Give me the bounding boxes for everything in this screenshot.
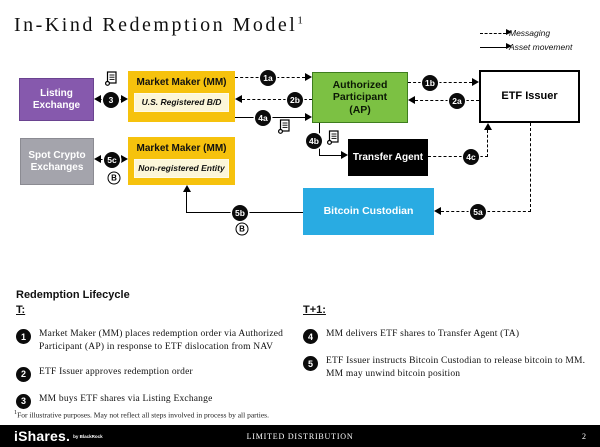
spot-crypto-exchanges-box: Spot Crypto Exchanges	[20, 138, 94, 185]
step-badge-4c: 4c	[463, 149, 479, 165]
bitcoin-custodian-box: Bitcoin Custodian	[303, 188, 434, 235]
flow-4c-line-vertical	[487, 130, 488, 157]
step-text: Market Maker (MM) places redemption orde…	[39, 329, 284, 353]
flow-3-arrowhead-left	[94, 95, 101, 103]
footnote: 1For illustrative purposes. May not refl…	[14, 409, 269, 420]
lifecycle-step-3: 3 MM buys ETF shares via Listing Exchang…	[16, 393, 288, 409]
footnote-marker: 1	[14, 409, 18, 416]
market-maker-registered-title: Market Maker (MM)	[136, 77, 227, 88]
flow-2b-line	[242, 99, 312, 100]
market-maker-registered-subtitle: U.S. Registered B/D	[134, 92, 229, 113]
flow-5b-line-vertical	[186, 192, 187, 213]
step-badge-3: 3	[103, 92, 119, 108]
step-text: MM buys ETF shares via Listing Exchange	[39, 393, 213, 404]
market-maker-nonregistered-title: Market Maker (MM)	[136, 143, 227, 154]
certificate-icon	[105, 71, 118, 91]
legend-asset-row: Asset movement	[480, 40, 590, 54]
flow-2a-arrowhead	[408, 96, 415, 104]
flow-1a-arrowhead	[305, 73, 312, 81]
flow-4a-arrowhead	[305, 113, 312, 121]
footnote-text: For illustrative purposes. May not refle…	[17, 410, 269, 420]
lifecycle-t1-label: T+1:	[303, 304, 326, 316]
step-number: 3	[16, 393, 31, 409]
lifecycle-step-1: 1 Market Maker (MM) places redemption or…	[16, 328, 288, 355]
flow-4c-arrowhead	[484, 123, 492, 130]
step-text: MM delivers ETF shares to Transfer Agent…	[326, 329, 520, 339]
flow-5a-arrowhead	[434, 207, 441, 215]
step-badge-5b: 5b	[232, 205, 248, 221]
certificate-icon	[327, 130, 340, 150]
step-badge-2a: 2a	[449, 93, 465, 109]
flow-5c-arrowhead-left	[94, 155, 101, 163]
lifecycle-t-label: T:	[16, 304, 26, 316]
dashed-arrow-icon	[480, 29, 512, 35]
transfer-agent-box: Transfer Agent	[348, 139, 428, 176]
authorized-participant-box: Authorized Participant (AP)	[312, 72, 408, 123]
market-maker-registered-box: Market Maker (MM) U.S. Registered B/D	[128, 71, 235, 122]
step-text: ETF Issuer approves redemption order	[39, 366, 193, 377]
step-badge-2b: 2b	[287, 92, 303, 108]
step-badge-5c: 5c	[104, 152, 120, 168]
bitcoin-icon: B	[235, 222, 249, 236]
flow-5a-line-vertical	[530, 123, 531, 212]
blackrock-logo-text: by BlackRock	[73, 433, 103, 439]
market-maker-nonregistered-subtitle: Non-registered Entity	[134, 158, 229, 179]
flow-3-arrowhead-right	[121, 95, 128, 103]
step-badge-1b: 1b	[422, 75, 438, 91]
flow-5a-line-horizontal	[441, 211, 531, 212]
flow-2a-line	[415, 100, 479, 101]
flow-4b-arrowhead	[341, 151, 348, 159]
lifecycle-t1-column: 4 MM delivers ETF shares to Transfer Age…	[303, 328, 589, 393]
ishares-logo: iShares.	[14, 428, 71, 444]
step-text: ETF Issuer instructs Bitcoin Custodian t…	[326, 356, 586, 380]
step-badge-4a: 4a	[255, 110, 271, 126]
step-badge-1a: 1a	[260, 70, 276, 86]
step-badge-5a: 5a	[470, 204, 486, 220]
listing-exchange-box: Listing Exchange	[19, 78, 94, 121]
etf-issuer-box: ETF Issuer	[479, 70, 580, 123]
step-badge-4b: 4b	[306, 133, 322, 149]
legend: Messaging Asset movement	[480, 26, 590, 54]
footer-bar: iShares. by BlackRock LIMITED DISTRIBUTI…	[0, 425, 600, 447]
bitcoin-icon: B	[107, 171, 121, 185]
flow-5b-arrowhead	[183, 185, 191, 192]
title-footnote-marker: 1	[297, 14, 303, 27]
flow-4b-line-horizontal	[319, 155, 341, 156]
step-number: 2	[16, 366, 31, 382]
flow-5c-arrowhead-right	[121, 155, 128, 163]
step-number: 5	[303, 356, 318, 371]
lifecycle-step-5: 5 ETF Issuer instructs Bitcoin Custodian…	[303, 355, 589, 382]
solid-arrow-icon	[480, 43, 512, 49]
legend-messaging-row: Messaging	[480, 26, 590, 40]
market-maker-nonregistered-box: Market Maker (MM) Non-registered Entity	[128, 137, 235, 185]
flow-1b-arrowhead	[472, 78, 479, 86]
certificate-icon	[278, 119, 291, 139]
step-number: 4	[303, 329, 318, 344]
flow-2b-arrowhead	[235, 95, 242, 103]
legend-messaging-label: Messaging	[509, 28, 551, 38]
step-number: 1	[16, 329, 31, 344]
page-number: 2	[582, 431, 586, 441]
legend-asset-label: Asset movement	[509, 42, 573, 52]
lifecycle-step-4: 4 MM delivers ETF shares to Transfer Age…	[303, 328, 589, 344]
page-title: In-Kind Redemption Model1	[14, 14, 303, 37]
flow-1b-line	[408, 82, 472, 83]
page-title-text: In-Kind Redemption Model	[14, 14, 298, 36]
distribution-label: LIMITED DISTRIBUTION	[246, 431, 354, 441]
flow-4c-line-horizontal	[428, 156, 488, 157]
lifecycle-t-column: 1 Market Maker (MM) places redemption or…	[16, 328, 288, 420]
lifecycle-heading: Redemption Lifecycle	[16, 289, 130, 301]
lifecycle-step-2: 2 ETF Issuer approves redemption order	[16, 366, 288, 382]
